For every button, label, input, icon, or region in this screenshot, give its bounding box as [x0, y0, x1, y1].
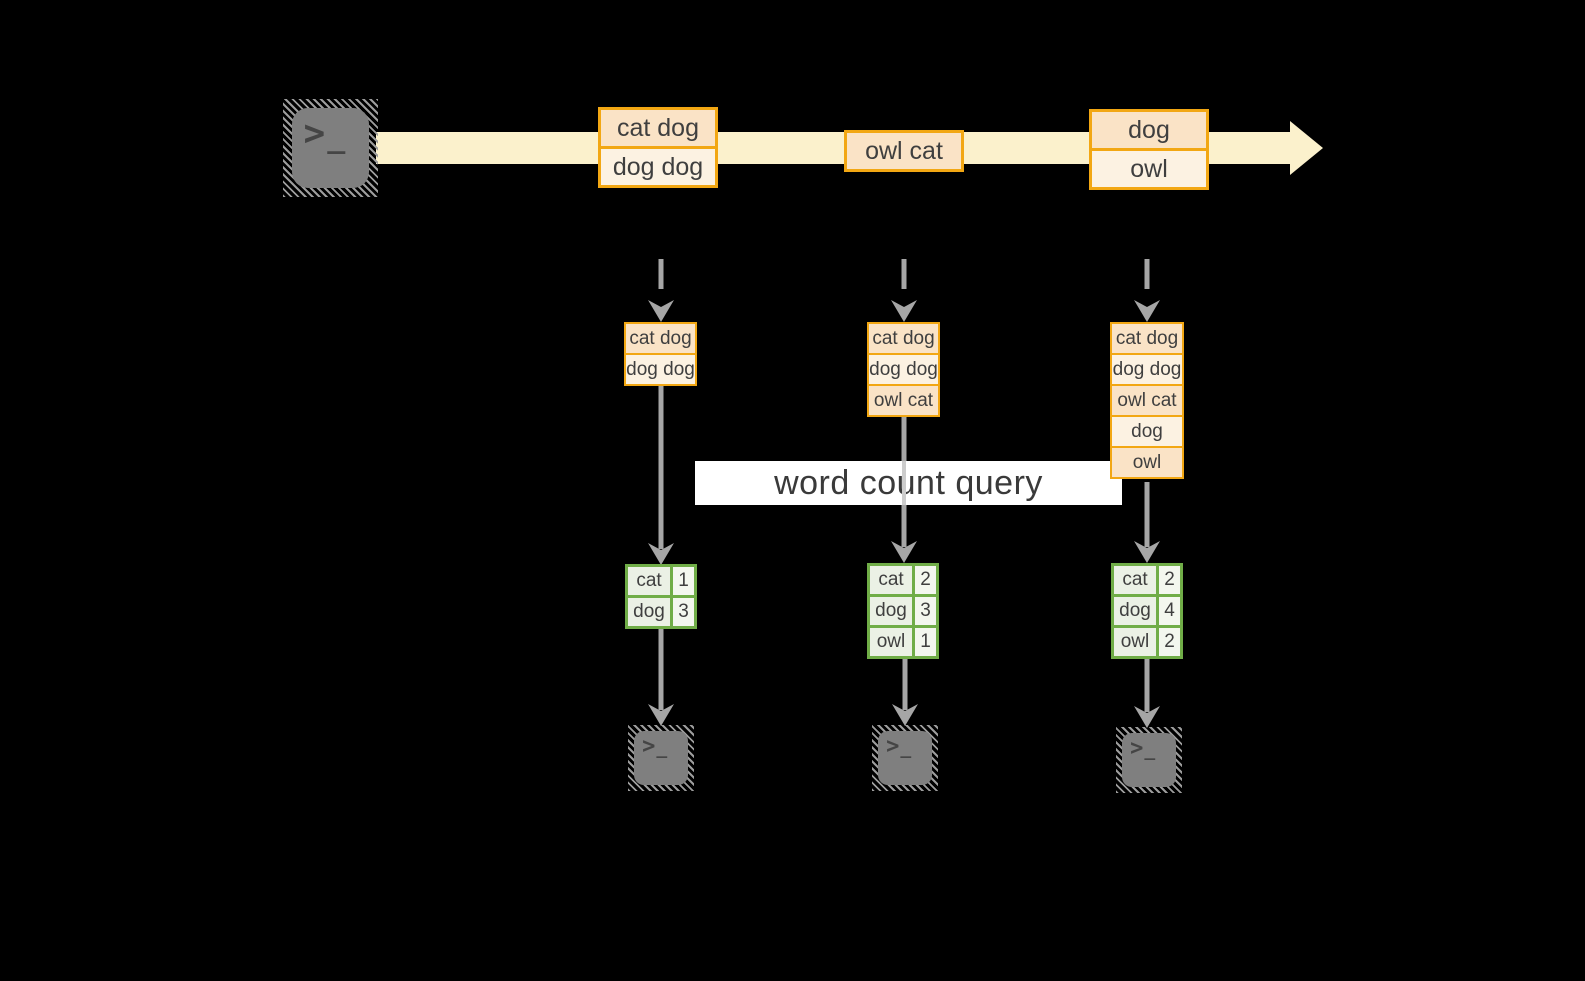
terminal-screen: >_	[1122, 733, 1176, 787]
buffer-event: owl cat	[1112, 384, 1182, 415]
terminal-prompt-glyph: >_	[642, 734, 668, 760]
buffer-event: owl cat	[869, 384, 938, 415]
buffer-event: cat dog	[869, 324, 938, 353]
stream-event: dog	[1092, 112, 1206, 148]
prompt-char: >	[886, 734, 900, 760]
count-word: owl	[1114, 628, 1156, 656]
count-value: 3	[915, 597, 936, 625]
terminal-prompt-glyph: >_	[886, 734, 912, 760]
dashed-arrow-2-head	[891, 300, 917, 322]
cursor-char: _	[327, 119, 346, 155]
ingest-arrows	[648, 259, 1160, 322]
query-label-box: word count query	[695, 461, 1122, 505]
buffer-event: dog dog	[869, 353, 938, 384]
stream-batch-1: cat dog dog dog	[598, 107, 718, 188]
output-arrow-1-head	[648, 704, 674, 726]
stream-event: dog dog	[601, 146, 715, 185]
prompt-char: >	[303, 112, 326, 154]
stream-event: owl	[1092, 148, 1206, 187]
stream-arrow-head	[1290, 121, 1323, 175]
event-buffer-3: cat dog dog dog owl cat dog owl	[1110, 322, 1184, 479]
count-value: 1	[915, 628, 936, 656]
count-word: dog	[1114, 597, 1156, 625]
terminal-prompt-glyph: >_	[1130, 736, 1156, 762]
count-value: 2	[1159, 628, 1180, 656]
query-arrows	[648, 385, 1160, 565]
count-value: 4	[1159, 597, 1180, 625]
count-table-1: cat 1 dog 3	[625, 564, 697, 629]
cursor-char: _	[900, 738, 912, 760]
event-buffer-1: cat dog dog dog	[624, 322, 697, 386]
count-word: dog	[870, 597, 912, 625]
event-buffer-2: cat dog dog dog owl cat	[867, 322, 940, 417]
cursor-char: _	[1144, 740, 1156, 762]
terminal-output-icon-2: >_	[872, 725, 938, 791]
query-arrow-3-head	[1134, 541, 1160, 563]
stream-event: cat dog	[601, 110, 715, 146]
query-arrow-overlay	[902, 461, 906, 505]
terminal-source-icon: >_	[283, 99, 378, 197]
terminal-screen: >_	[878, 731, 932, 785]
buffer-event: owl	[1112, 446, 1182, 477]
count-word: cat	[628, 567, 670, 595]
prompt-char: >	[1130, 736, 1144, 762]
dashed-arrow-1-head	[648, 300, 674, 322]
count-table-2: cat 2 dog 3 owl 1	[867, 563, 939, 659]
stream-batch-3: dog owl	[1089, 109, 1209, 190]
stream-event: owl cat	[847, 133, 961, 169]
buffer-event: cat dog	[1112, 324, 1182, 353]
count-value: 2	[1159, 566, 1180, 594]
terminal-screen: >_	[292, 108, 369, 188]
output-arrow-3-head	[1134, 706, 1160, 728]
terminal-output-icon-3: >_	[1116, 727, 1182, 793]
buffer-event: dog dog	[626, 353, 695, 384]
count-value: 3	[673, 598, 694, 626]
buffer-event: dog	[1112, 415, 1182, 446]
buffer-event: dog dog	[1112, 353, 1182, 384]
terminal-output-icon-1: >_	[628, 725, 694, 791]
prompt-char: >	[642, 734, 656, 760]
terminal-prompt-glyph: >_	[303, 112, 346, 155]
count-word: cat	[870, 566, 912, 594]
cursor-char: _	[656, 738, 668, 760]
output-arrow-2-head	[892, 704, 918, 726]
dashed-arrow-3-head	[1134, 300, 1160, 322]
count-word: dog	[628, 598, 670, 626]
count-word: owl	[870, 628, 912, 656]
output-arrows	[648, 628, 1160, 728]
query-arrow-2-head	[891, 541, 917, 563]
stream-batch-2: owl cat	[844, 130, 964, 172]
count-value: 1	[673, 567, 694, 595]
query-label: word count query	[774, 463, 1043, 502]
count-value: 2	[915, 566, 936, 594]
buffer-event: cat dog	[626, 324, 695, 353]
query-arrow-1-head	[648, 543, 674, 565]
count-word: cat	[1114, 566, 1156, 594]
terminal-screen: >_	[634, 731, 688, 785]
count-table-3: cat 2 dog 4 owl 2	[1111, 563, 1183, 659]
